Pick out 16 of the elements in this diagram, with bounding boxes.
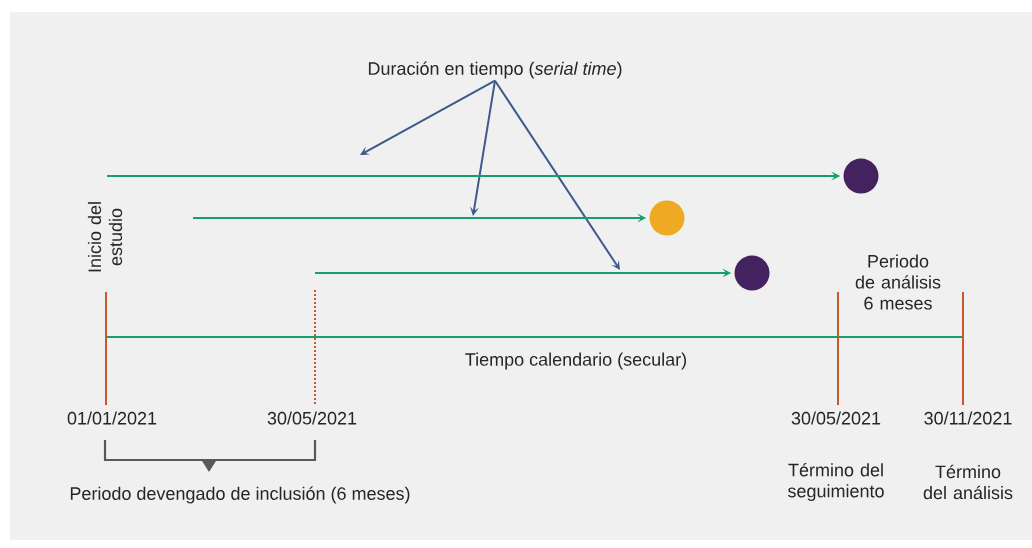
- date-label: 30/05/2021: [267, 411, 357, 425]
- end-label: Término del seguimiento: [788, 463, 884, 501]
- event-dot: [843, 158, 879, 194]
- vertical-label: Inicio del estudio: [87, 202, 123, 272]
- date-label: 30/05/2021: [791, 411, 881, 425]
- end-label: Término del análisis: [923, 464, 1013, 500]
- period-label: Periodo de análisis 6 meses: [855, 254, 941, 310]
- arrow: [494, 79, 620, 270]
- arrow: [360, 79, 496, 155]
- caption-text: Periodo devengado de inclusión (6 meses): [70, 486, 410, 504]
- event-dot: [734, 255, 770, 291]
- event-dot: [649, 200, 685, 236]
- date-label: 01/01/2021: [67, 411, 157, 425]
- callout-text: Duración en tiempo (serial time): [368, 61, 622, 79]
- date-label: 30/11/2021: [924, 411, 1012, 425]
- axis-label: Tiempo calendario (secular): [465, 352, 687, 370]
